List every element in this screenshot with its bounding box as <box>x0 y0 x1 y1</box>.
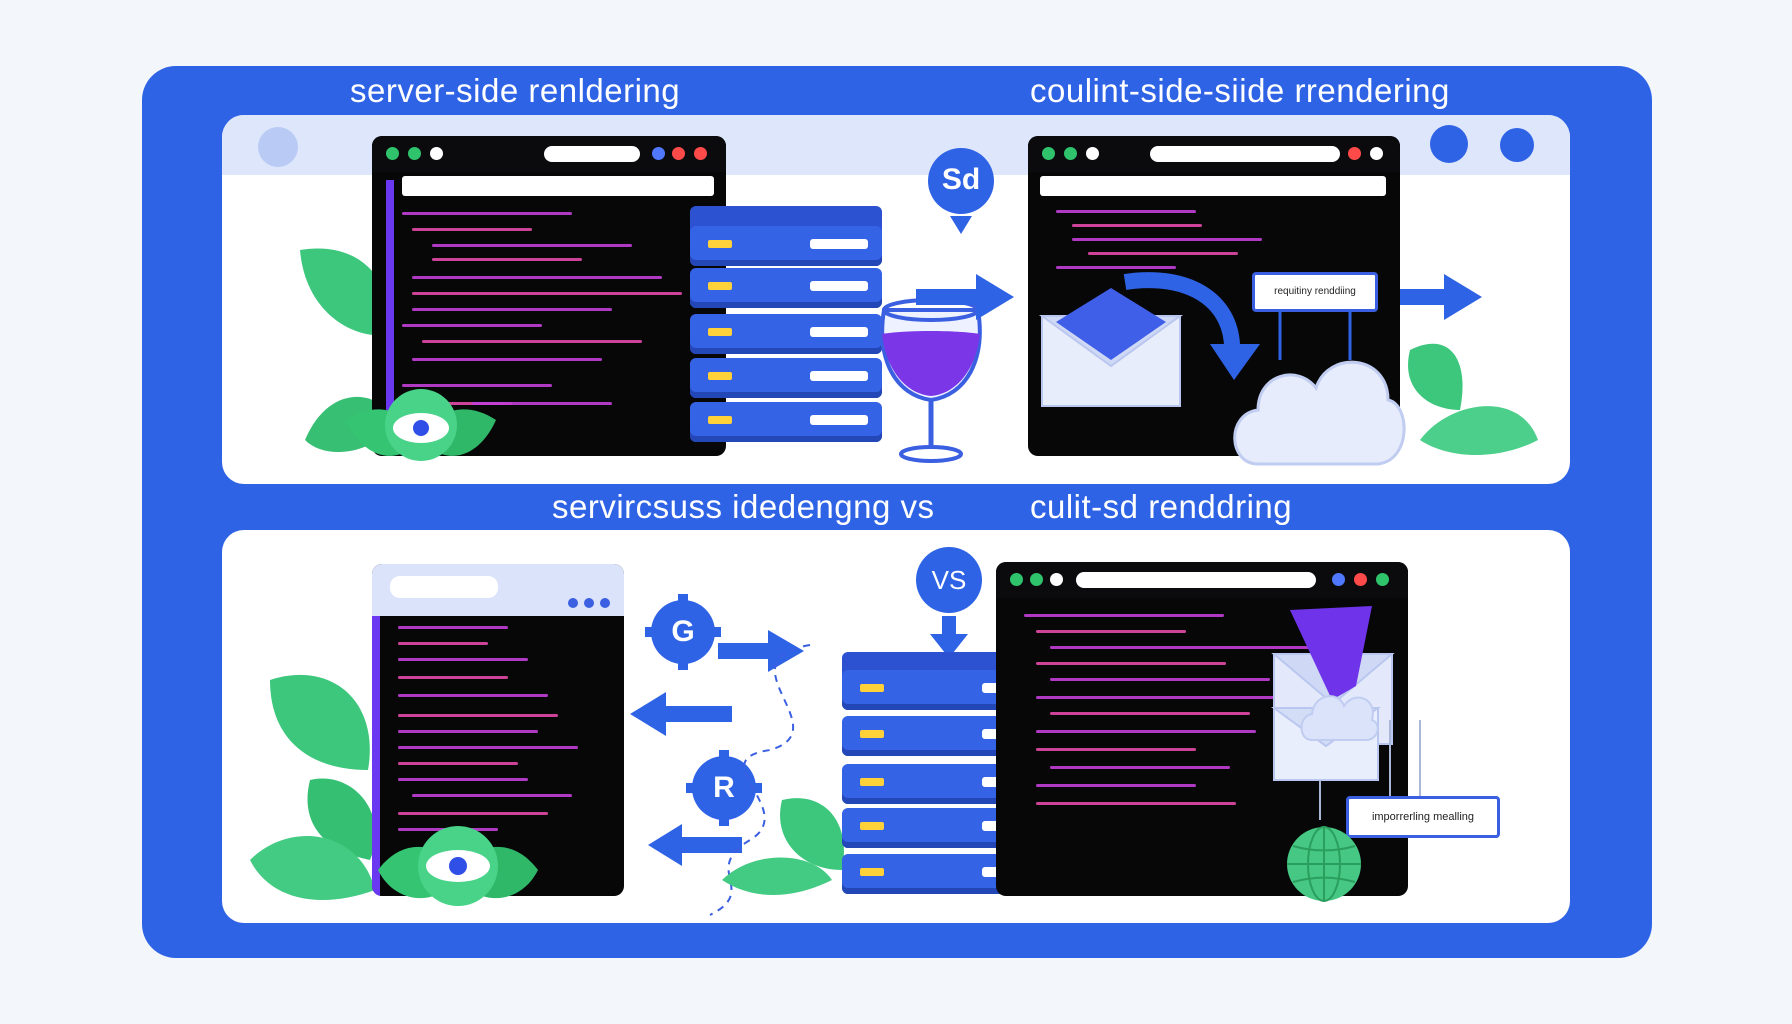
window-dot-icon <box>430 147 443 160</box>
implementing-modelling-label: imporrerling mealling <box>1346 796 1500 838</box>
arrow-left-icon <box>648 824 742 866</box>
arrow-right-icon <box>916 274 1014 320</box>
heading-comparison-right: culit-sd renddring <box>1030 488 1293 525</box>
address-bar <box>1076 572 1316 588</box>
connector-lines <box>1278 310 1352 360</box>
heading-client-side-rendering: coulint-side-siide rrendering <box>1030 72 1450 109</box>
address-bar <box>1150 146 1340 162</box>
server-browser-window <box>372 564 624 896</box>
url-bar <box>402 176 714 196</box>
browser-dot-icon <box>258 127 298 167</box>
window-dot-icon <box>584 598 594 608</box>
gear-r-badge: R <box>713 771 735 804</box>
window-dot-icon <box>694 147 707 160</box>
window-dot-icon <box>408 147 421 160</box>
leaf-icon <box>1408 343 1538 455</box>
leaf-icon <box>722 798 844 895</box>
arrow-left-icon <box>630 692 732 736</box>
gear-g-badge: G <box>671 615 695 648</box>
curved-arrow-icon <box>1123 272 1260 380</box>
window-dot-icon <box>600 598 610 608</box>
gear-icon <box>645 594 721 670</box>
vs-pin-icon <box>916 547 982 658</box>
requiring-rendering-label: requitiny renddiing <box>1252 272 1378 312</box>
browser-dot-icon <box>1500 128 1534 162</box>
sd-badge: Sd <box>941 163 981 196</box>
location-pin-icon <box>928 148 994 234</box>
window-dot-icon <box>1064 147 1077 160</box>
window-dot-icon <box>1086 147 1099 160</box>
browser-dot-icon <box>1430 125 1468 163</box>
url-bar <box>1040 176 1386 196</box>
window-dot-icon <box>568 598 578 608</box>
globe-icon <box>1287 826 1361 902</box>
arrow-right-icon <box>718 630 804 672</box>
server-rack-icon <box>690 206 882 456</box>
eye-icon <box>346 389 496 461</box>
window-dot-icon <box>672 147 685 160</box>
envelope-icon <box>1038 288 1184 407</box>
heading-server-side-rendering: server-side renldering <box>350 72 681 109</box>
window-dot-icon <box>1376 573 1389 586</box>
window-dot-icon <box>652 147 665 160</box>
cloud-icon <box>1233 360 1406 466</box>
code-gutter <box>372 616 380 896</box>
window-dot-icon <box>1030 573 1043 586</box>
window-dot-icon <box>1050 573 1063 586</box>
window-dot-icon <box>1332 573 1345 586</box>
url-bar <box>390 576 498 598</box>
eye-icon <box>378 826 538 906</box>
heading-comparison-left: servircsuss idedengng vs <box>552 488 935 525</box>
window-dot-icon <box>1348 147 1361 160</box>
window-dot-icon <box>1354 573 1367 586</box>
code-gutter <box>386 180 394 440</box>
leaf-icon <box>250 674 376 900</box>
gear-icon <box>686 750 762 826</box>
address-bar <box>544 146 640 162</box>
cloud-icon <box>1300 695 1379 741</box>
vs-badge: VS <box>931 565 967 595</box>
window-dot-icon <box>1370 147 1383 160</box>
window-dot-icon <box>386 147 399 160</box>
wine-glass-icon <box>880 298 982 463</box>
window-dot-icon <box>1042 147 1055 160</box>
window-dot-icon <box>1010 573 1023 586</box>
